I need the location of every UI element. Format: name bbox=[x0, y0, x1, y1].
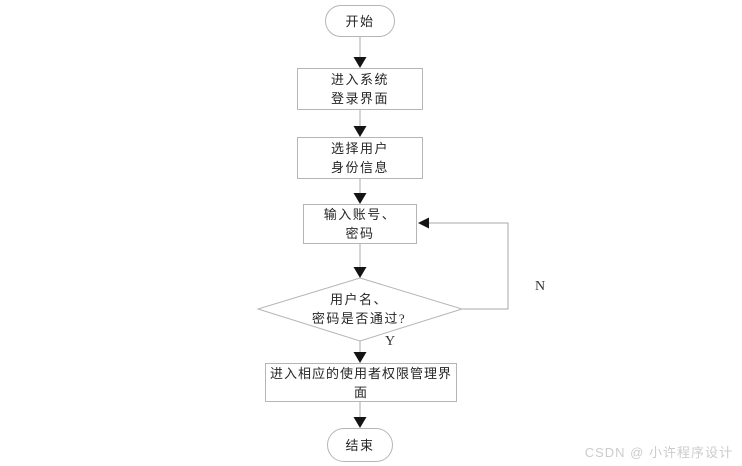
node-verify-decision: 用户名、 密码是否通过? bbox=[259, 283, 459, 335]
node-input-credentials-label: 输入账号、 密码 bbox=[323, 207, 397, 241]
node-input-credentials: 输入账号、 密码 bbox=[303, 204, 417, 244]
node-end: 结束 bbox=[327, 428, 393, 462]
node-enter-permission-ui: 进入相应的使用者权限管理界面 bbox=[265, 363, 457, 402]
node-select-identity-label: 选择用户 身份信息 bbox=[330, 141, 389, 175]
node-start-label: 开始 bbox=[345, 13, 375, 29]
node-enter-login-screen-label: 进入系统 登录界面 bbox=[330, 72, 389, 106]
node-enter-permission-ui-label: 进入相应的使用者权限管理界面 bbox=[269, 365, 452, 400]
arrowhead-into-select bbox=[353, 126, 367, 137]
edge-label-no: N bbox=[535, 279, 546, 294]
arrowhead-loop-into-input bbox=[418, 217, 429, 229]
node-end-label: 结束 bbox=[345, 437, 375, 453]
arrowhead-into-login bbox=[353, 57, 367, 68]
node-enter-login-screen: 进入系统 登录界面 bbox=[297, 68, 423, 110]
arrowhead-into-admin bbox=[353, 352, 367, 363]
csdn-watermark: CSDN @ 小许程序设计 bbox=[584, 445, 733, 460]
arrowhead-into-verify bbox=[353, 267, 367, 278]
node-verify-decision-label: 用户名、 密码是否通过? bbox=[311, 292, 407, 326]
decision-diamond-shape bbox=[256, 277, 464, 342]
arrowhead-into-end bbox=[353, 417, 367, 428]
connector-no-loop bbox=[429, 222, 509, 310]
node-start: 开始 bbox=[325, 5, 395, 37]
arrowhead-into-input bbox=[353, 193, 367, 204]
edge-label-yes: Y bbox=[385, 334, 396, 349]
node-select-identity: 选择用户 身份信息 bbox=[297, 137, 423, 179]
